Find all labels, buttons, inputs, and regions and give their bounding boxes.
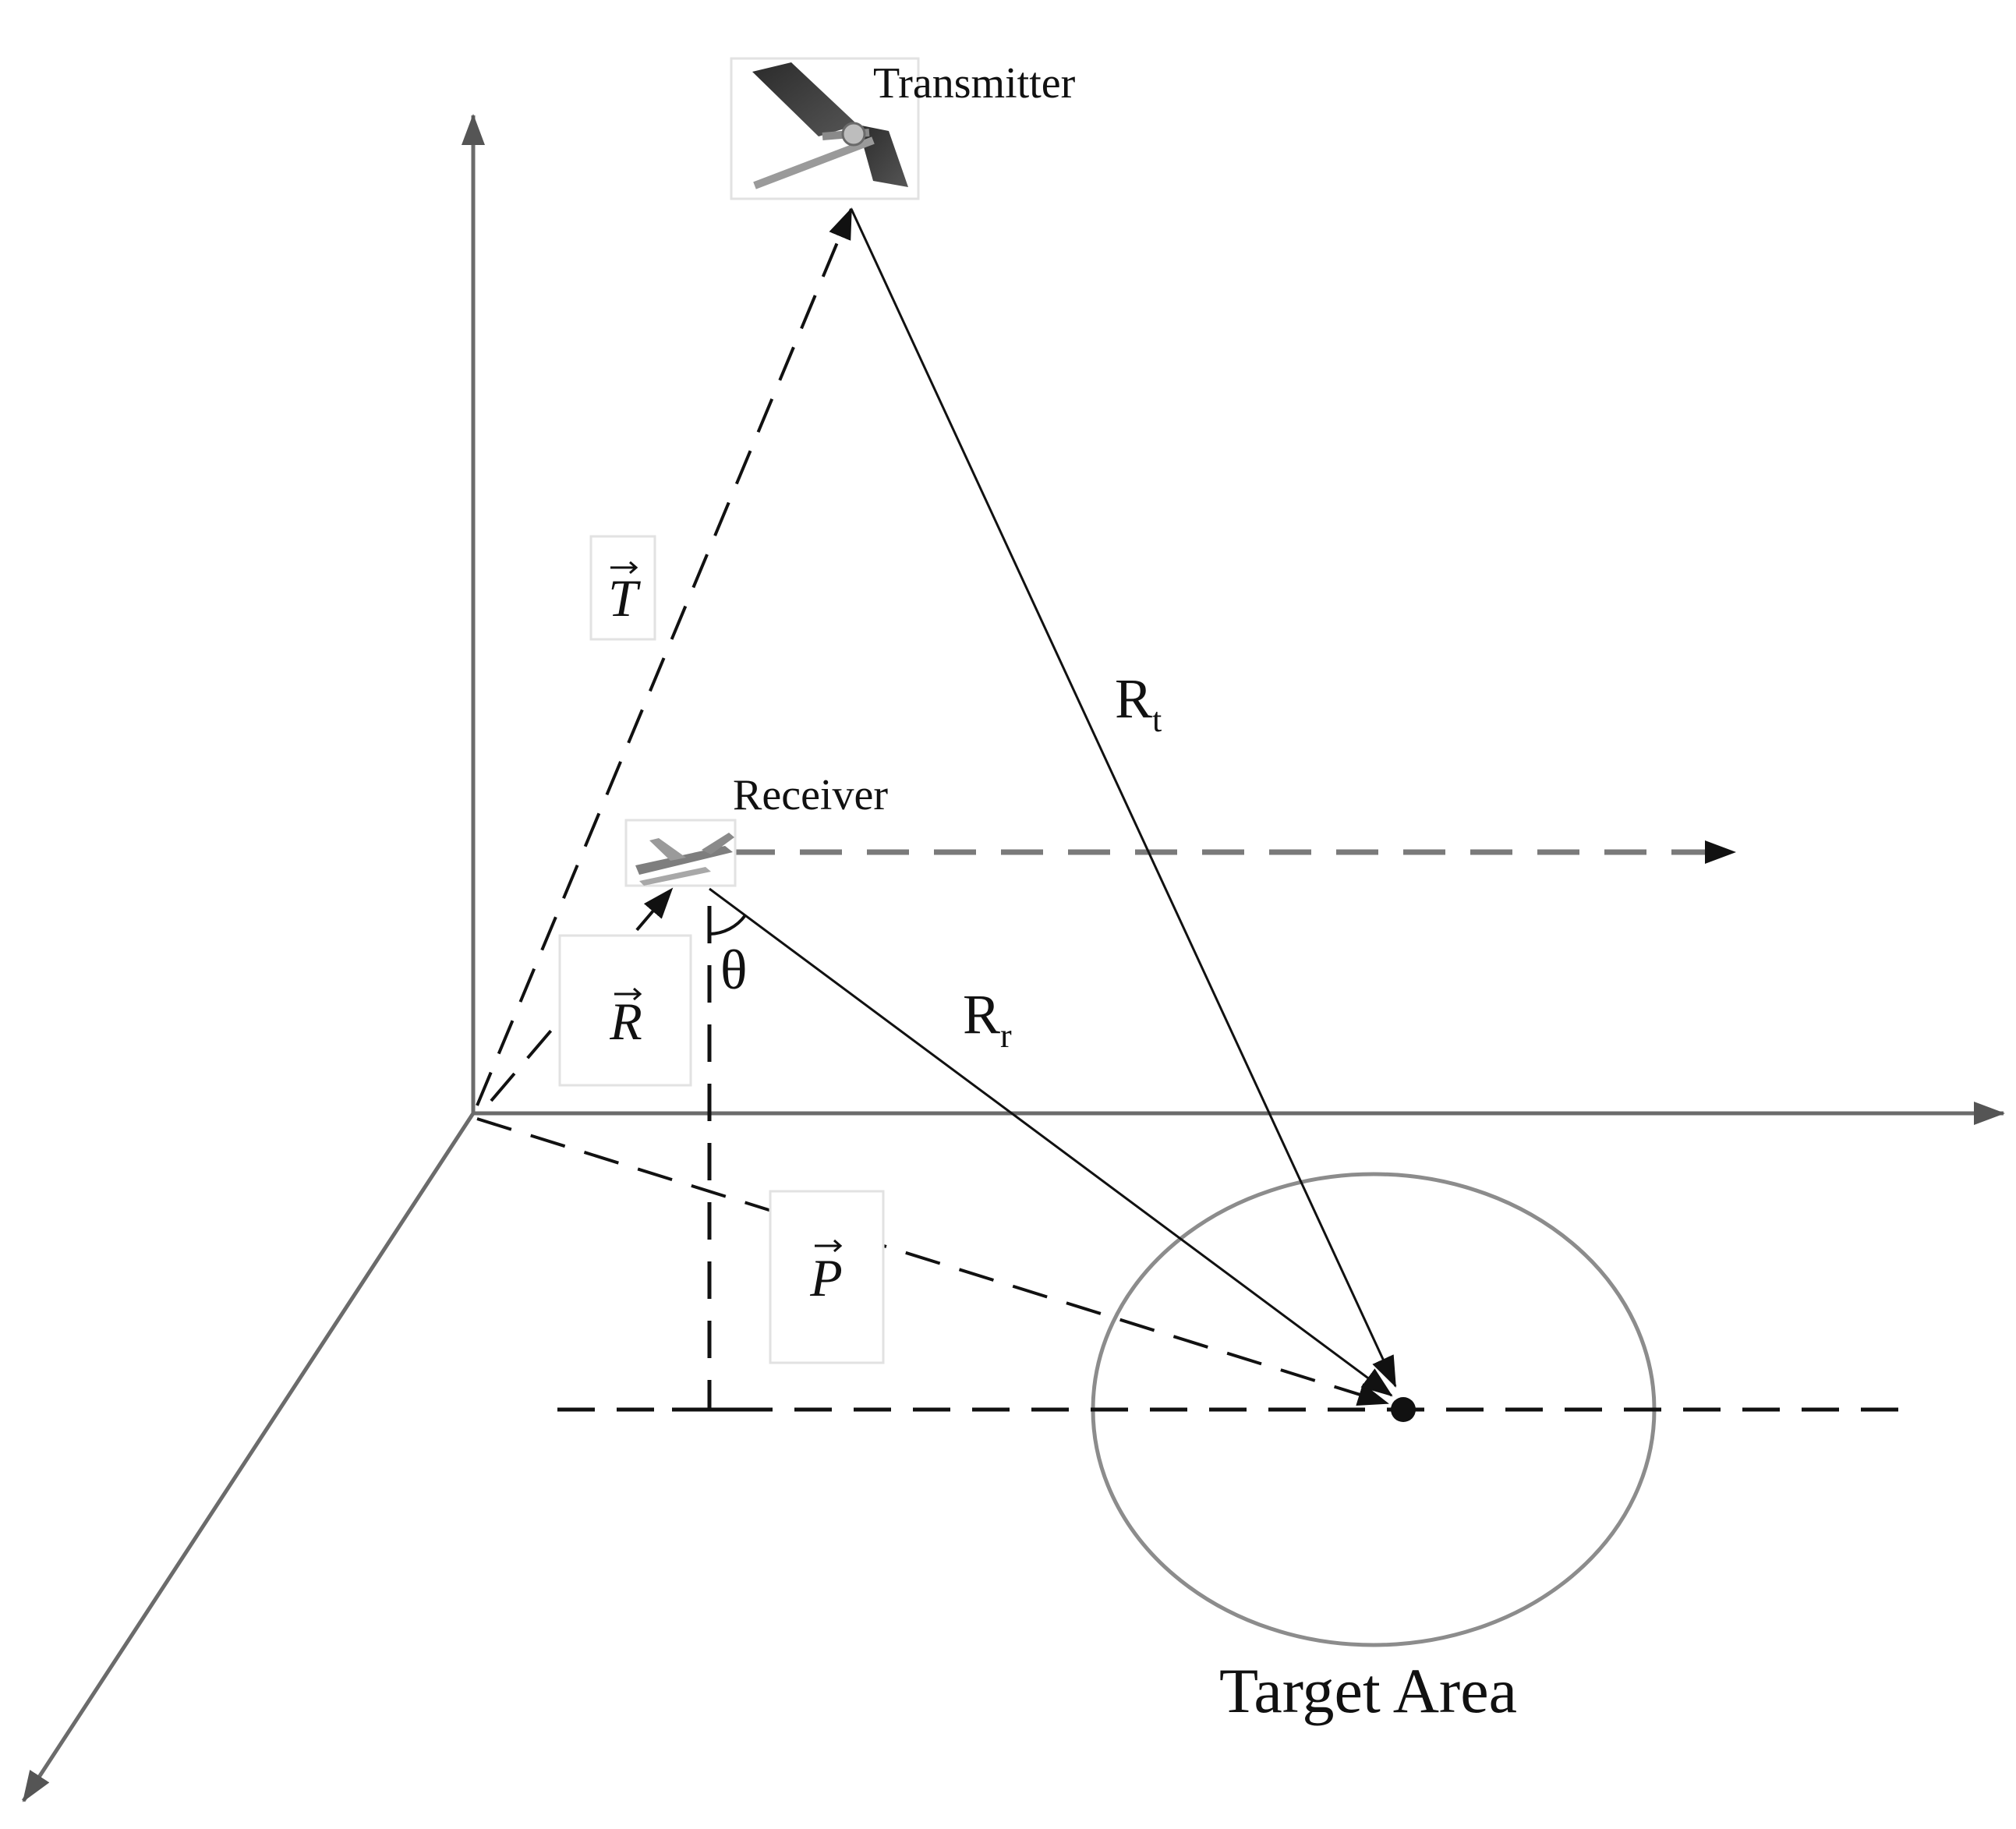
target-area-label: Target Area (1219, 1655, 1517, 1726)
vector-p-label: P (769, 1190, 885, 1364)
svg-text:R: R (609, 992, 642, 1051)
range-rt-line (850, 208, 1397, 1388)
x-axis (21, 1112, 476, 1802)
range-rt-subscript: t (1152, 701, 1162, 739)
coordinate-axes (21, 114, 2005, 1802)
theta-label: θ (720, 939, 748, 1001)
range-rr-line (709, 887, 1393, 1397)
receiver-label: Receiver (733, 771, 888, 819)
vector-p-line (476, 1117, 1389, 1406)
theta-angle-arc (709, 914, 747, 936)
range-rr-base: R (963, 983, 1000, 1045)
range-rr-subscript: r (1000, 1017, 1012, 1055)
transmitter-label: Transmitter (873, 59, 1076, 108)
range-rr-label: Rr (963, 983, 1012, 1055)
aircraft-icon (624, 819, 737, 887)
range-rt-base: R (1115, 667, 1152, 730)
range-rt-label: Rt (1115, 667, 1162, 739)
satellite-icon (730, 57, 920, 200)
vector-t-label: T (589, 535, 656, 641)
target-point-icon (1391, 1397, 1416, 1422)
svg-text:T: T (608, 568, 641, 628)
svg-text:P: P (809, 1248, 843, 1307)
vector-t-line (476, 207, 853, 1106)
vector-r-label: R (558, 934, 692, 1087)
